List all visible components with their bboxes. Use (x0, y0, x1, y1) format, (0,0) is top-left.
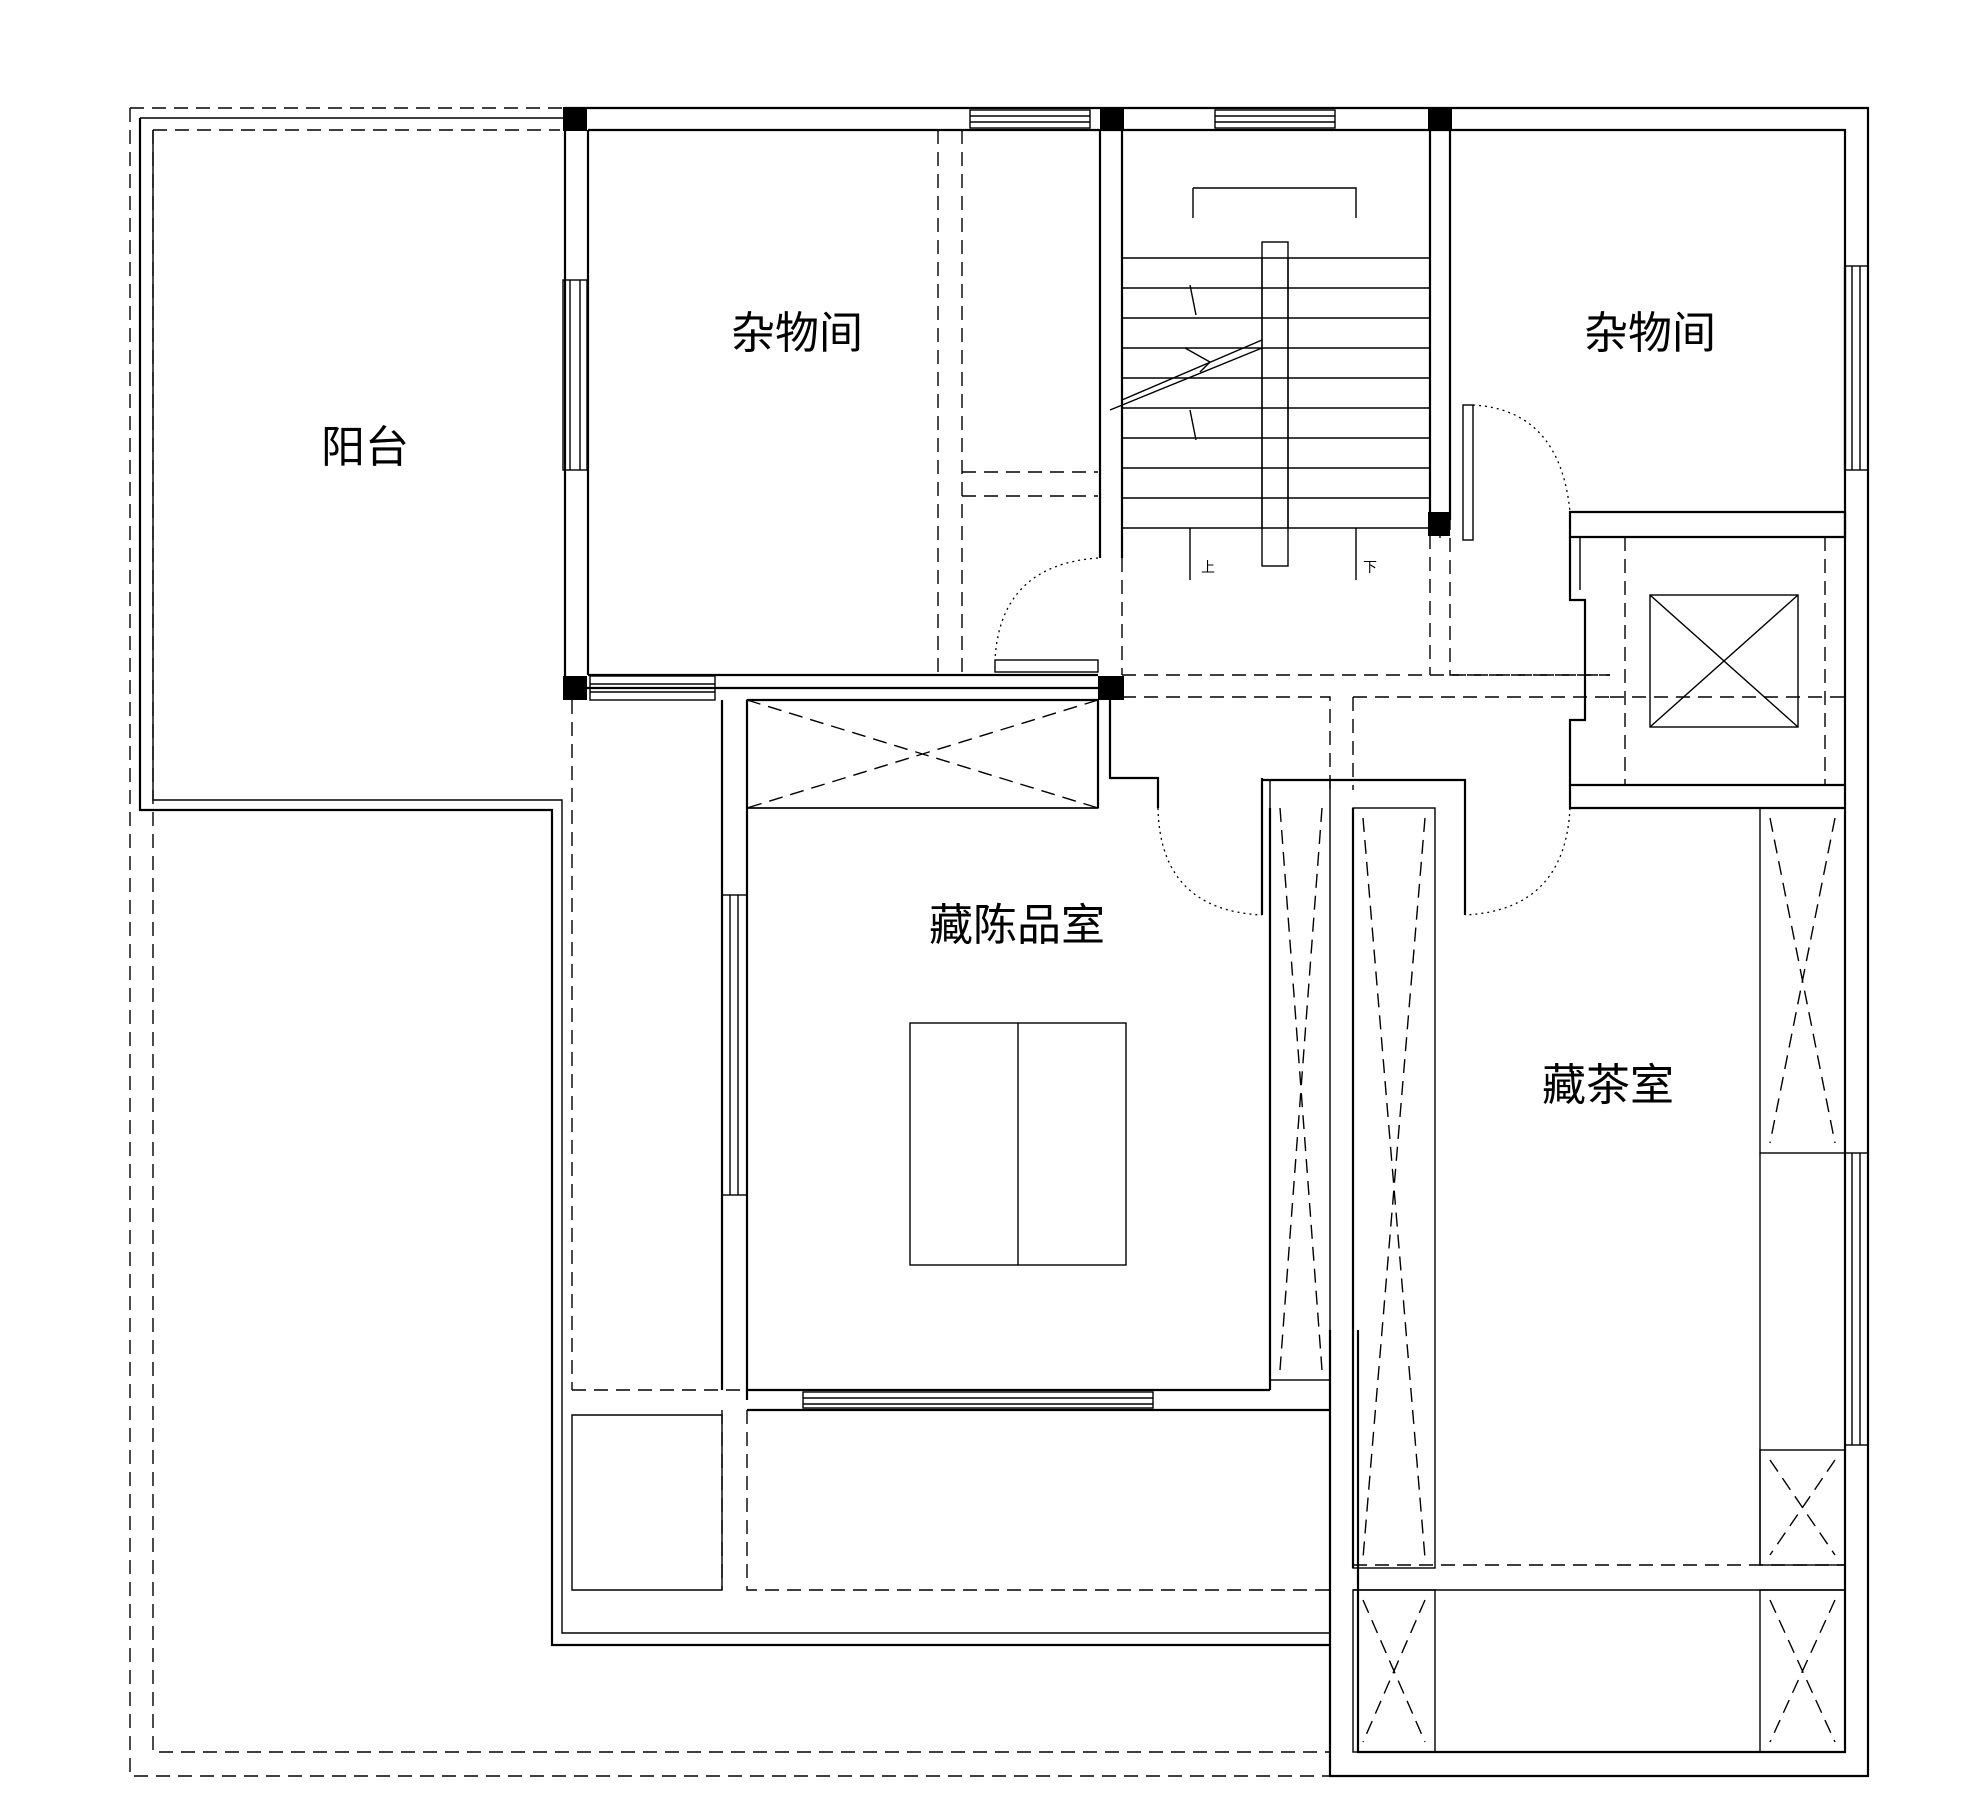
collection-room-walls (720, 698, 1330, 1412)
top-window-1 (969, 109, 1091, 129)
room-label-balcony: 阳台 (321, 422, 409, 473)
planters (571, 700, 1330, 1591)
elevator-shaft (1568, 537, 1846, 810)
column-1 (563, 107, 587, 131)
stairwell: 上 下 (1098, 130, 1452, 700)
room-label-collection: 藏陈品室 (929, 900, 1105, 951)
column-6 (1428, 512, 1450, 536)
bottom-cells (1352, 1589, 1846, 1753)
corridor (994, 557, 1610, 916)
room-label-storage-left: 杂物间 (731, 308, 863, 359)
wardrobe-left (1262, 778, 1467, 1381)
room-label-tea-room: 藏茶室 (1542, 1060, 1674, 1111)
column-2 (1100, 107, 1124, 131)
tea-room-walls (1351, 807, 1869, 1569)
column-4 (563, 676, 587, 700)
stair-down-label: 下 (1363, 560, 1377, 576)
room-label-storage-right: 杂物间 (1584, 308, 1716, 359)
top-window-2 (1214, 109, 1336, 129)
column-3 (1428, 107, 1452, 131)
stair-up-label: 上 (1201, 560, 1215, 576)
balcony-outline (138, 117, 1330, 1647)
storage-left-walls (562, 108, 1110, 701)
